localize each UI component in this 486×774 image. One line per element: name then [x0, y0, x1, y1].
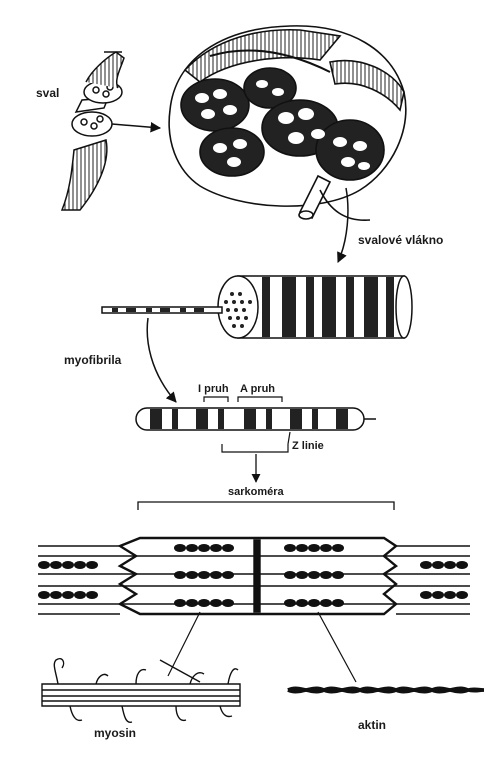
label-a-band: A pruh	[240, 383, 275, 395]
label-i-band: I pruh	[198, 383, 229, 395]
label-myofibril: myofibrila	[64, 353, 121, 367]
actin-filament	[288, 688, 484, 691]
sarcomere-bracket	[138, 502, 394, 510]
sarcomere-detail	[38, 538, 470, 614]
arrow-muscle-to-bundle	[112, 124, 160, 128]
myosin-filament	[42, 659, 240, 723]
label-muscle: sval	[36, 86, 59, 100]
pointer-line-actin	[318, 612, 356, 682]
label-myosin: myosin	[94, 726, 136, 740]
arrow-fiber-to-myofibril	[147, 318, 176, 402]
muscle-illustration	[62, 52, 124, 210]
label-actin: aktin	[358, 718, 386, 732]
muscle-fiber	[102, 276, 412, 338]
label-z-line: Z linie	[292, 440, 324, 452]
fascicle-cross-section	[169, 26, 406, 220]
label-muscle-fiber: svalové vlákno	[358, 233, 443, 247]
myofibril-segment	[136, 408, 376, 430]
label-sarcomere: sarkoméra	[228, 486, 284, 498]
